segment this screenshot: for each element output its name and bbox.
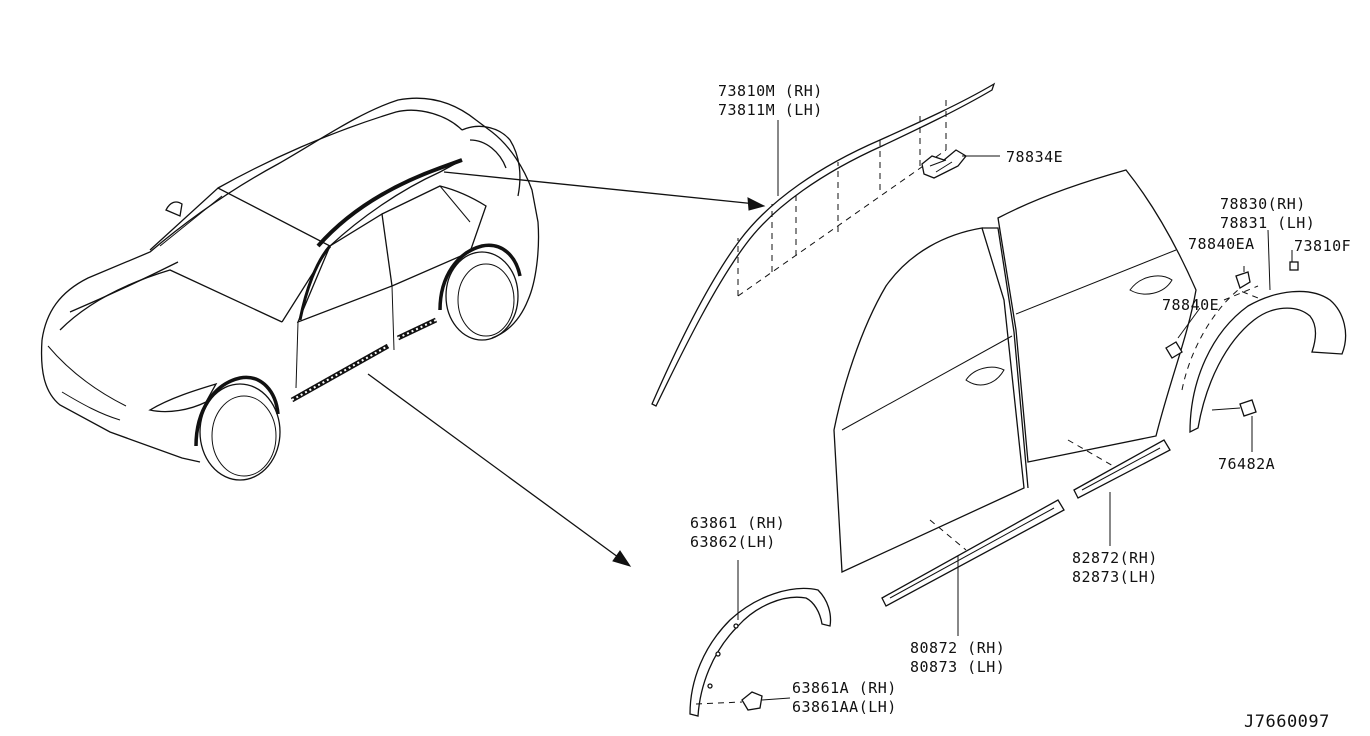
rear-door-molding-part — [1073, 439, 1171, 546]
label-80873: 80873 (LH) — [910, 658, 1005, 676]
label-78831: 78831 (LH) — [1220, 214, 1315, 232]
label-78840ea: 78840EA — [1188, 235, 1255, 253]
roof-molding-part — [651, 82, 996, 407]
doors-part — [833, 169, 1197, 573]
label-78840e: 78840E — [1162, 296, 1219, 314]
label-63862: 63862(LH) — [690, 533, 776, 551]
label-63861a: 63861A (RH) — [792, 679, 897, 697]
label-63861: 63861 (RH) — [690, 514, 785, 532]
label-78834e: 78834E — [1006, 148, 1063, 166]
label-73810f: 73810F — [1294, 237, 1351, 255]
label-63861aa: 63861AA(LH) — [792, 698, 897, 716]
label-82872: 82872(RH) — [1072, 549, 1158, 567]
vehicle-illustration — [40, 97, 540, 481]
label-76482a: 76482A — [1218, 455, 1275, 473]
rear-fender-part — [1165, 229, 1347, 452]
label-78830: 78830(RH) — [1220, 195, 1306, 213]
part-labels: 73810M (RH) 73811M (LH) 78834E 78830(RH)… — [690, 82, 1351, 732]
label-82873: 82873(LH) — [1072, 568, 1158, 586]
diagram-id: J7660097 — [1244, 712, 1330, 732]
label-73811m: 73811M (LH) — [718, 101, 823, 119]
front-door-molding-part — [881, 499, 1065, 636]
front-fender-part — [689, 560, 832, 717]
label-73810m: 73810M (RH) — [718, 82, 823, 100]
callout-arrows — [367, 171, 766, 567]
clip-78834e — [921, 149, 1000, 179]
label-80872: 80872 (RH) — [910, 639, 1005, 657]
